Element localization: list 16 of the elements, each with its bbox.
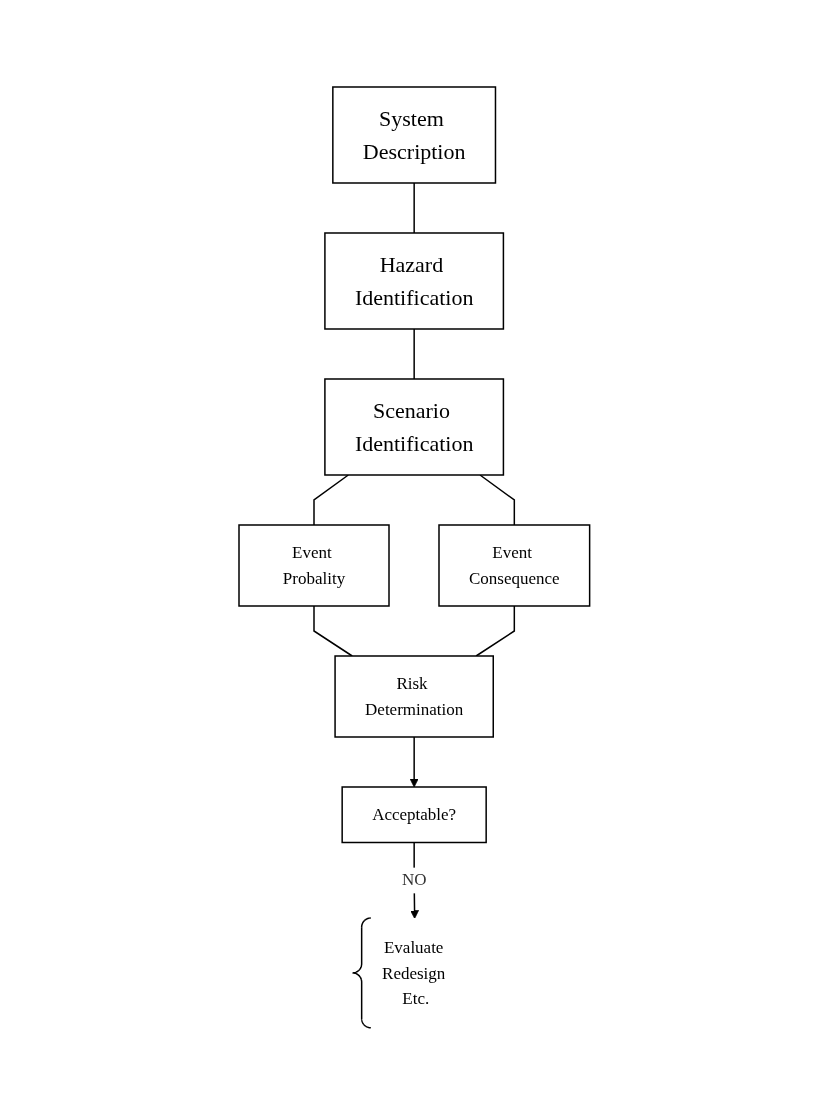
node-box: Hazard Identification bbox=[323, 231, 504, 330]
node-text: Evaluate Redesign Etc. bbox=[381, 937, 445, 1008]
node-box: Event Probality bbox=[237, 523, 390, 607]
connector bbox=[475, 604, 515, 657]
connector bbox=[478, 473, 515, 526]
node-box: Event Consequence bbox=[437, 523, 591, 607]
edge-label: NO bbox=[401, 870, 427, 890]
node-box: System Description bbox=[331, 85, 496, 184]
connector bbox=[312, 473, 349, 526]
arrow bbox=[409, 735, 419, 787]
connector bbox=[413, 327, 415, 380]
node-box: Scenario Identification bbox=[323, 377, 504, 476]
node-box: Risk Determination bbox=[334, 654, 494, 738]
connector bbox=[413, 181, 415, 234]
connector bbox=[312, 604, 353, 657]
node-box: Acceptable? bbox=[341, 785, 487, 843]
